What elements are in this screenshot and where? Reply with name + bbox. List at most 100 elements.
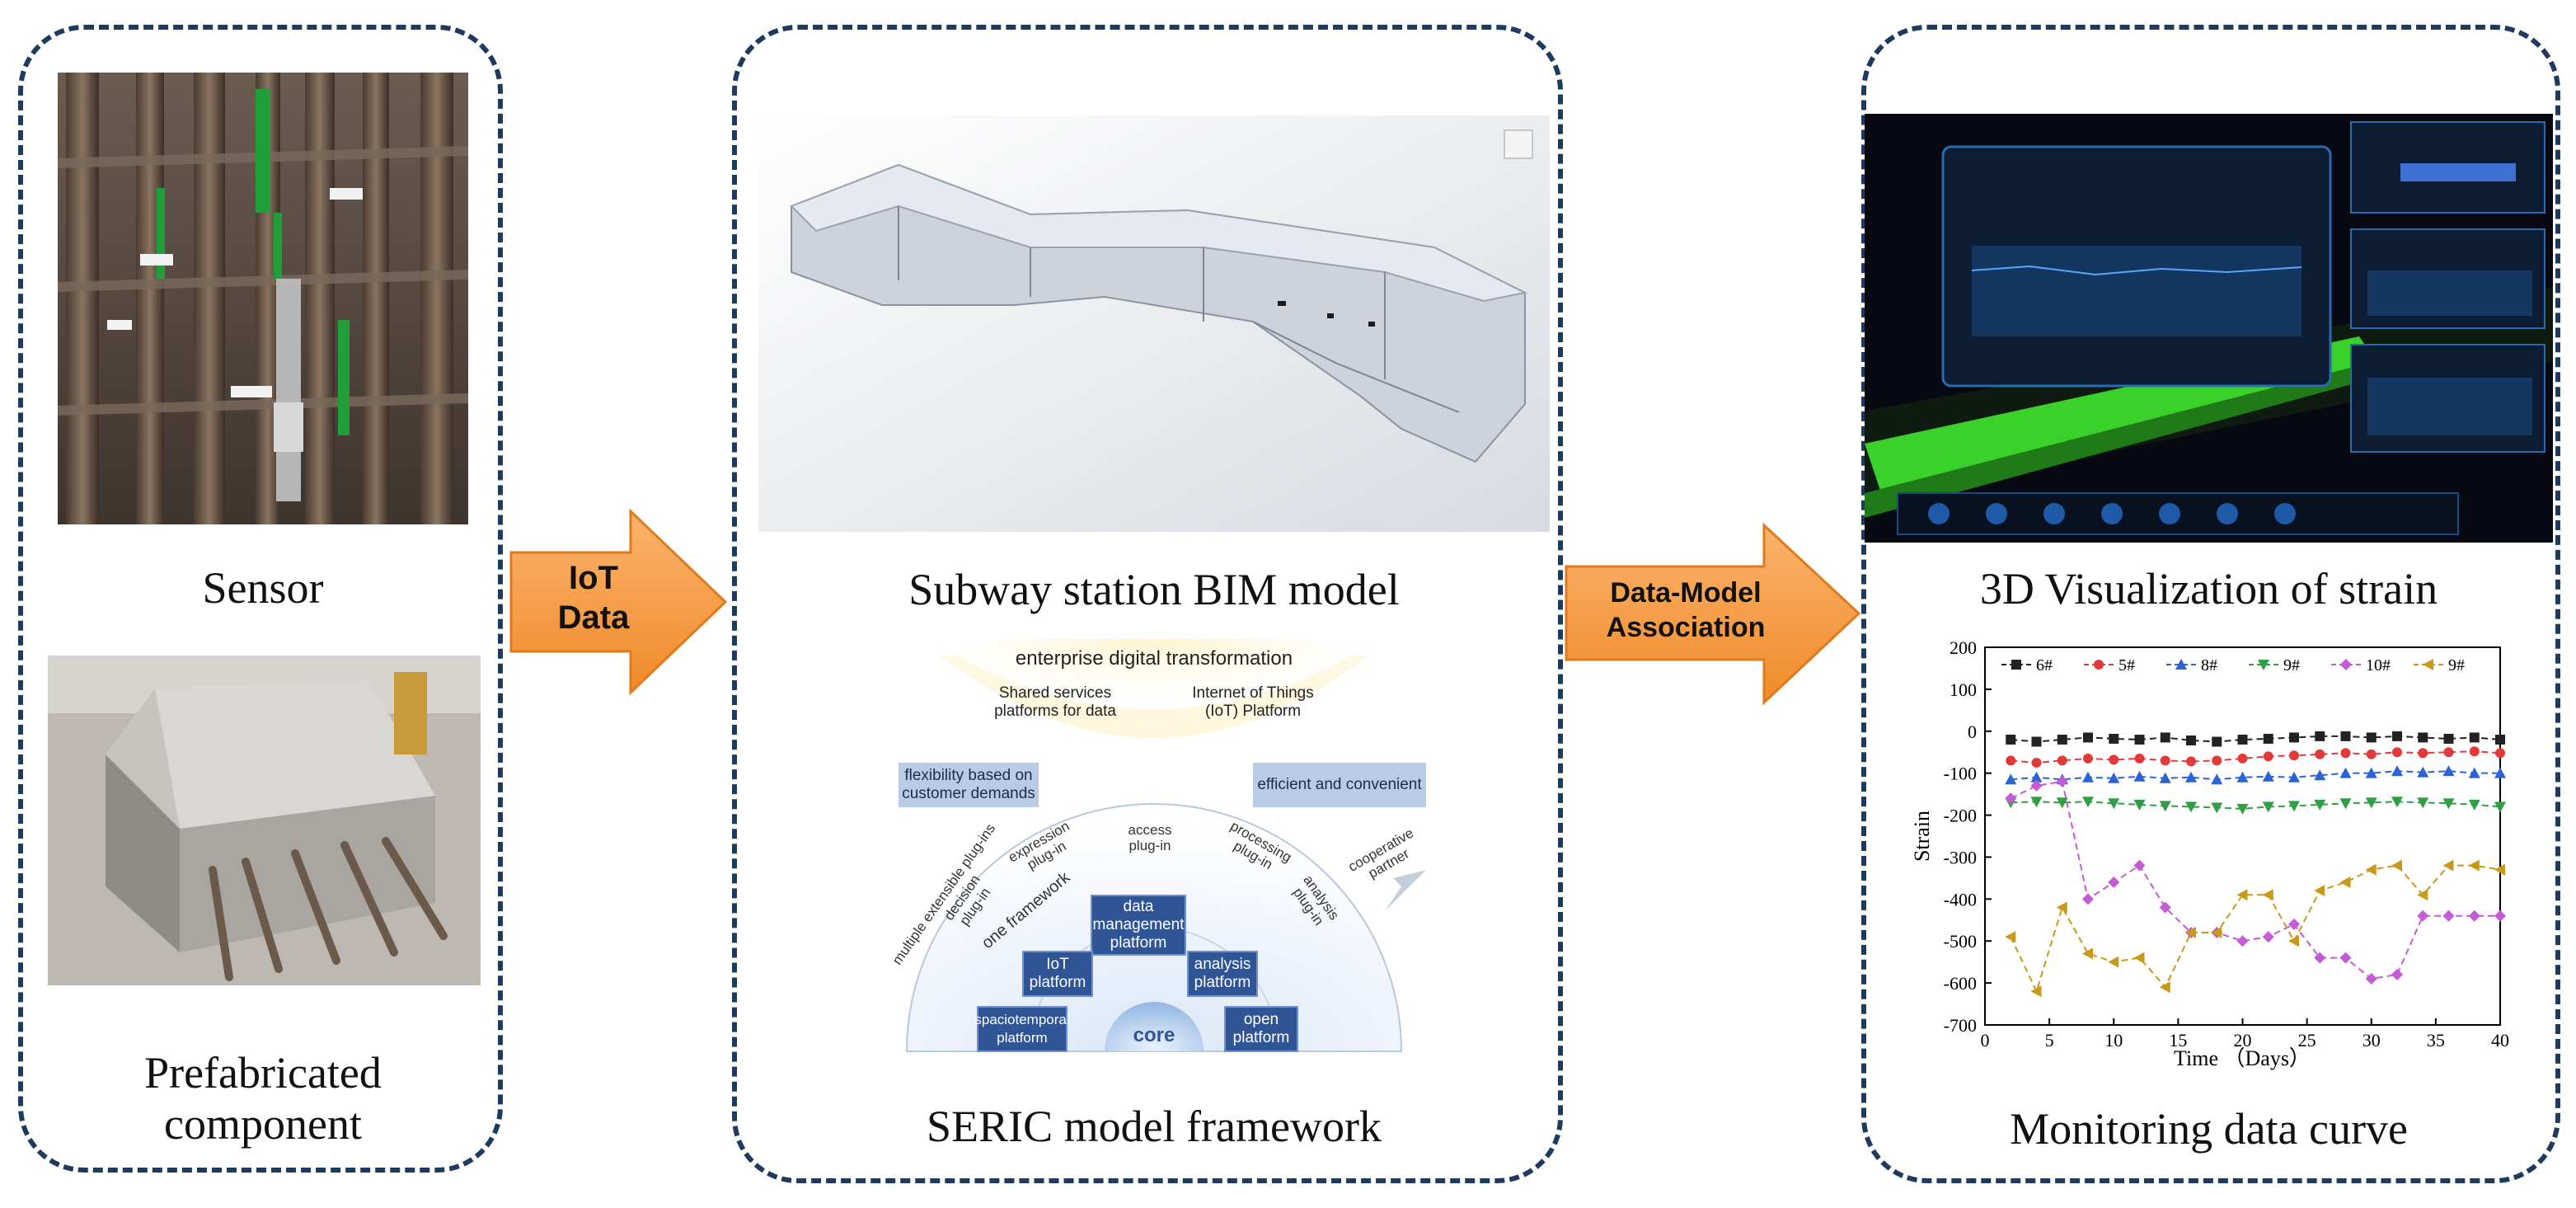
data-point: [2494, 801, 2506, 813]
series-line: [2011, 801, 2501, 810]
data-point: [2237, 753, 2248, 764]
series-2: [2005, 765, 2506, 785]
data-point: [2186, 735, 2196, 745]
data-point: [2083, 732, 2093, 743]
iot-data-label: IoT Data: [557, 560, 630, 636]
data-point: [2365, 767, 2377, 778]
data-point: [2288, 771, 2300, 783]
data-point: [2262, 801, 2274, 813]
x-axis-label: Time （Days）: [2174, 1046, 2311, 1070]
spatiotemporal-platform-box: spaciotemporal platform: [974, 1006, 1070, 1052]
iot-platform-box: IoT platform: [1022, 951, 1093, 997]
data-point: [2237, 734, 2248, 745]
data-point: [2262, 770, 2274, 782]
sensor-caption: Sensor: [202, 563, 324, 613]
data-point: [2108, 772, 2120, 783]
legend-label: 6#: [2036, 656, 2053, 675]
data-point: [2134, 734, 2145, 745]
x-tick-label: 10: [2104, 1030, 2123, 1051]
data-point: [2443, 733, 2454, 744]
data-point: [2495, 748, 2505, 759]
y-tick-label: 100: [1950, 679, 1977, 700]
legend-marker: [2175, 659, 2187, 670]
data-point: [2211, 773, 2223, 785]
data-point: [2006, 755, 2016, 766]
data-point: [2133, 799, 2146, 811]
data-point: [2468, 799, 2480, 811]
data-point: [2417, 910, 2429, 922]
data-point: [2211, 802, 2223, 814]
strain-visualization-image: [1865, 114, 2553, 543]
data-point: [2109, 754, 2119, 765]
legend-label: 10#: [2366, 656, 2391, 675]
legend-marker: [2258, 660, 2269, 670]
data-point: [2236, 771, 2249, 783]
flexibility-pill: flexibility based on customer demands: [899, 763, 1039, 807]
data-point: [2442, 798, 2455, 810]
series-1: [2006, 746, 2505, 768]
data-point: [2314, 952, 2326, 964]
data-point: [2133, 859, 2146, 872]
data-point: [2160, 755, 2170, 766]
data-point: [2056, 775, 2068, 787]
data-point: [2417, 889, 2428, 901]
curve-caption: Monitoring data curve: [2010, 1104, 2408, 1154]
data-point: [2005, 773, 2017, 785]
bim-model-image: [758, 115, 1550, 532]
data-point: [2392, 731, 2402, 741]
viz-caption: 3D Visualization of strain: [1979, 564, 2438, 613]
x-tick-label: 5: [2045, 1030, 2054, 1051]
data-point: [2263, 733, 2273, 744]
data-point: [2391, 765, 2403, 777]
data-point: [2030, 797, 2043, 808]
data-point: [2108, 876, 2120, 888]
bim-caption: Subway station BIM model: [908, 565, 1400, 614]
open-platform-box: open platform: [1224, 1006, 1298, 1052]
prefab-photo: [48, 656, 481, 985]
data-point: [2057, 734, 2067, 745]
core-label: core: [1133, 1024, 1175, 1046]
analysis-platform-box: analysis platform: [1187, 951, 1258, 997]
component-caption: Prefabricated component: [144, 1048, 382, 1149]
data-point: [2030, 985, 2042, 998]
data-point: [2391, 859, 2402, 872]
x-tick-label: 30: [2363, 1030, 2381, 1051]
data-point: [2082, 893, 2094, 905]
data-point: [2418, 732, 2428, 743]
data-point: [2288, 801, 2300, 812]
data-point: [2262, 931, 2274, 943]
association-label: Data-Model Association: [1606, 577, 1766, 643]
data-point: [2289, 750, 2299, 761]
data-point: [2056, 797, 2068, 809]
legend-marker: [2011, 660, 2021, 670]
left-panel: [18, 25, 503, 1173]
data-point: [2442, 859, 2454, 872]
data-point: [2262, 889, 2273, 901]
data-point: [2365, 863, 2377, 876]
y-tick-label: 200: [1950, 637, 1977, 658]
data-point: [2340, 748, 2351, 759]
legend-item: 9#: [2414, 656, 2465, 675]
data-point: [2468, 859, 2480, 872]
sensor-photo: [58, 73, 468, 524]
data-point: [2339, 798, 2352, 810]
y-tick-label: -300: [1944, 847, 1977, 867]
seric-caption: SERIC model framework: [927, 1102, 1382, 1151]
data-point: [2005, 792, 2017, 805]
y-tick-label: -100: [1944, 764, 1977, 784]
legend-marker: [2423, 659, 2433, 670]
data-point: [2236, 803, 2249, 815]
data-point: [2056, 901, 2067, 914]
shared-services-label: Shared services platforms for data: [994, 684, 1116, 720]
data-point: [2339, 952, 2352, 964]
legend-label: 9#: [2448, 656, 2465, 675]
data-point: [2469, 746, 2480, 757]
data-point: [2030, 779, 2043, 792]
legend-item: 8#: [2166, 656, 2217, 675]
x-tick-label: 25: [2298, 1030, 2316, 1051]
x-tick-label: 20: [2234, 1030, 2252, 1051]
y-tick-label: -500: [1944, 931, 1977, 952]
data-point: [2006, 734, 2016, 745]
plot-frame: [1984, 646, 2501, 1026]
